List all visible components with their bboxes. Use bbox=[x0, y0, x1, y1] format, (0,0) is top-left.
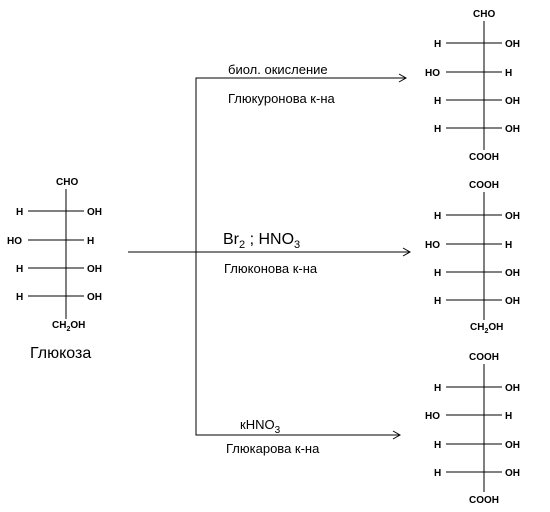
glucose-row4-right: OH bbox=[87, 292, 102, 303]
glucose-name: Глюкоза bbox=[30, 345, 91, 362]
p2-bottom-group: CH2OH bbox=[470, 322, 503, 335]
product-name-upper: Глюкуронова к-на bbox=[228, 91, 335, 106]
p2-top-group: COOH bbox=[469, 180, 499, 191]
p2-row2-left: HO bbox=[425, 240, 440, 251]
product-gluconic-structure: COOH H OH HO H H OH H OH CH2OH bbox=[425, 180, 520, 335]
p2-row3-left: H bbox=[434, 268, 441, 279]
reagent-lower: кHNO3 bbox=[240, 417, 281, 436]
p2-row1-right: OH bbox=[505, 211, 520, 222]
arrow-lower-head bbox=[392, 430, 402, 440]
glucose-row3-left: H bbox=[16, 264, 23, 275]
p2-row1-left: H bbox=[434, 211, 441, 222]
p2-row4-right: OH bbox=[505, 296, 520, 307]
p3-row3-right: OH bbox=[505, 440, 520, 451]
p3-row4-right: OH bbox=[505, 468, 520, 479]
product-name-middle: Глюконова к-на bbox=[224, 261, 318, 276]
p3-row1-left: H bbox=[434, 383, 441, 394]
reaction-arrows bbox=[128, 73, 412, 440]
p2-row2-right: H bbox=[505, 240, 512, 251]
arrow-upper-line bbox=[195, 77, 406, 252]
glucose-row3-right: OH bbox=[87, 264, 102, 275]
p3-bottom-group: COOH bbox=[469, 495, 499, 506]
p1-top-group: CHO bbox=[473, 9, 495, 20]
arrow-upper-head bbox=[398, 73, 408, 83]
glucose-row2-left: HO bbox=[7, 236, 22, 247]
p3-row3-left: H bbox=[434, 440, 441, 451]
product-glucuronic-structure: CHO H OH HO H H OH H OH COOH bbox=[425, 9, 520, 163]
product-name-lower: Глюкарова к-на bbox=[226, 441, 320, 456]
reaction-labels: биол. окисление Глюкуронова к-на Br2 ; H… bbox=[223, 62, 335, 456]
arrow-lower-line bbox=[195, 252, 400, 436]
glucose-row2-right: H bbox=[87, 236, 94, 247]
p1-row2-left: HO bbox=[425, 68, 440, 79]
glucose-row4-left: H bbox=[16, 292, 23, 303]
p2-row3-right: OH bbox=[505, 268, 520, 279]
p1-row4-right: OH bbox=[505, 124, 520, 135]
p1-row4-left: H bbox=[434, 124, 441, 135]
p3-row2-right: H bbox=[505, 411, 512, 422]
p1-bottom-group: COOH bbox=[469, 152, 499, 163]
p3-row1-right: OH bbox=[505, 383, 520, 394]
p2-row4-left: H bbox=[434, 296, 441, 307]
arrow-middle-head bbox=[402, 247, 412, 257]
reagent-upper: биол. окисление bbox=[228, 62, 328, 77]
product-glucaric-structure: COOH H OH HO H H OH H OH COOH bbox=[425, 352, 520, 506]
glucose-top-group: CHO bbox=[56, 177, 78, 188]
glucose-row1-right: OH bbox=[87, 207, 102, 218]
p1-row1-left: H bbox=[434, 39, 441, 50]
reagent-middle: Br2 ; HNO3 bbox=[223, 231, 300, 251]
p3-top-group: COOH bbox=[469, 352, 499, 363]
glucose-bottom-group: CH2OH bbox=[52, 320, 85, 333]
p3-row2-left: HO bbox=[425, 411, 440, 422]
glucose-structure: CHO H OH HO H H OH H OH CH2OH Глюкоза bbox=[7, 177, 102, 362]
p1-row2-right: H bbox=[505, 68, 512, 79]
glucose-row1-left: H bbox=[16, 207, 23, 218]
p3-row4-left: H bbox=[434, 468, 441, 479]
p1-row3-left: H bbox=[434, 96, 441, 107]
p1-row3-right: OH bbox=[505, 96, 520, 107]
p1-row1-right: OH bbox=[505, 39, 520, 50]
